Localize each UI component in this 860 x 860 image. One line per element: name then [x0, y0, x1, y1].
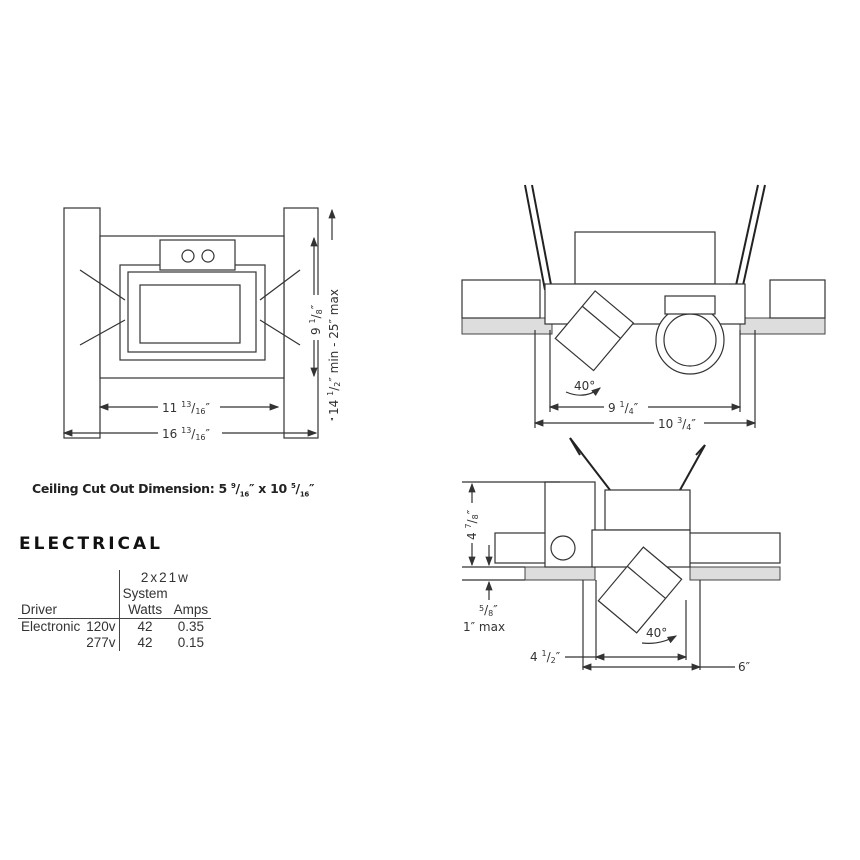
svg-text:9 1/4″: 9 1/4″ — [608, 400, 639, 416]
config-header: 2x21w — [140, 570, 190, 585]
dim-height-inner: 9 — [309, 327, 323, 335]
svg-text:10 3/4″: 10 3/4″ — [658, 416, 696, 432]
tilt-angle-end: 40° — [646, 626, 667, 640]
driver-box-side — [604, 489, 691, 531]
dim-1-max: 1″ max — [463, 620, 505, 634]
driver-header: Driver — [18, 602, 84, 619]
dim-4-1-2: 4 — [530, 650, 538, 664]
svg-text:14 1/2″ min - 25″ max: 14 1/2″ min - 25″ max — [326, 289, 342, 415]
svg-text:4 1/2″: 4 1/2″ — [530, 649, 561, 665]
svg-text:5/8″: 5/8″ — [479, 603, 498, 618]
lamp-head — [655, 305, 725, 375]
tilt-angle-front: 40° — [574, 379, 595, 393]
svg-text:9 1/8″: 9 1/8″ — [308, 304, 324, 335]
junction-box — [159, 239, 236, 271]
system-header: System — [122, 586, 168, 601]
dim-6: 6″ — [738, 660, 751, 674]
driver-box — [574, 231, 716, 285]
ceiling-cutout-dimension: Ceiling Cut Out Dimension: 5 9/16″ x 10 … — [32, 481, 315, 499]
amps-header: Amps — [170, 602, 212, 619]
svg-text:4 7/8″: 4 7/8″ — [464, 509, 480, 540]
dim-width-outer: 16 — [162, 427, 177, 441]
front-side-view: 40° 9 1/4″ 10 3/4″ — [461, 184, 826, 432]
svg-text:11 13/16″: 11 13/16″ — [162, 400, 211, 416]
end-side-view: 4 7/8″ 5/8″ 1″ max 4 1/2″ 6″ 40° — [462, 437, 781, 674]
dim-4-7-8: 4 — [465, 532, 479, 540]
electrical-heading: ELECTRICAL — [19, 534, 164, 554]
plan-view: 11 13/16″ 16 13/16″ 9 1/8″ 14 1/2″ min -… — [62, 207, 342, 442]
dim-9-1-4: 9 — [608, 401, 616, 415]
dim-height-outer: 14 — [327, 400, 341, 415]
svg-text:16 13/16″: 16 13/16″ — [162, 426, 211, 442]
dim-ceiling-thickness: 5 — [479, 604, 484, 613]
junction-box-side — [544, 481, 596, 568]
dim-width-inner: 11 — [162, 401, 177, 415]
left-hanger-bar — [63, 207, 101, 439]
dim-10-3-4: 10 — [658, 417, 673, 431]
watts-header: Watts — [119, 602, 171, 619]
